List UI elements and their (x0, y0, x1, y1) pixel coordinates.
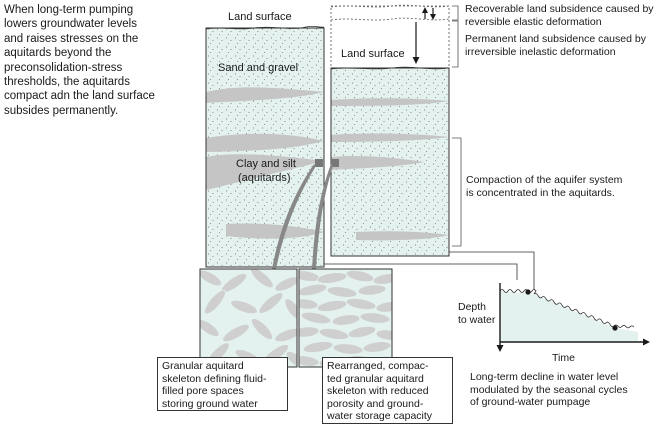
graph-leader-line (449, 251, 535, 290)
water-level-area (500, 291, 638, 342)
left-land-surface-label: Land surface (228, 11, 292, 23)
left-column (205, 25, 325, 268)
depth-axis-label-2: to water (458, 314, 496, 326)
rearranged-skeleton-caption: Rearranged, compac- ted granular aquitar… (322, 357, 453, 424)
water-level-curve (499, 289, 635, 329)
clay-lens (331, 133, 449, 142)
clay-lens (331, 155, 424, 170)
graph-point-late (612, 325, 618, 331)
caption-line: Long-term decline in water level (470, 371, 619, 383)
graph-caption: Long-term decline in water level modulat… (470, 371, 628, 409)
caption-line: Granular aquitard (162, 360, 244, 372)
clay-lens (331, 98, 449, 106)
permanent-subsidence-arrow (412, 22, 420, 64)
clay-lens (206, 133, 324, 152)
recoverable-line-1: Recoverable land subsidence caused by (465, 3, 654, 15)
caption-line: porosity and ground- (327, 397, 424, 410)
intro-line: and raises stresses on the (4, 32, 139, 45)
clay-lens (206, 87, 324, 103)
caption-line: skeleton defining fluid- (162, 372, 267, 385)
zoom-marker-right (331, 159, 339, 167)
right-land-surface-label: Land surface (341, 48, 405, 60)
permanent-line-1: Permanent land subsidence caused by (465, 33, 647, 45)
granular-skeleton-caption: Granular aquitard skeleton defining flui… (157, 357, 288, 411)
intro-line: preconsolidation-stress (4, 61, 123, 74)
time-axis-label: Time (552, 352, 575, 364)
intro-line: thresholds, the aquitards (4, 76, 130, 89)
intro-text: When long-term pumping lowers groundwate… (4, 3, 204, 118)
caption-line: Rearranged, compac- (327, 360, 429, 372)
rearranged-skeleton-panel (298, 268, 393, 368)
permanent-bracket (452, 20, 459, 68)
caption-line: water storage capacity (327, 410, 433, 423)
zoom-connector-right (312, 164, 333, 269)
caption-line: of ground-water pumpage (470, 396, 591, 408)
caption-line: ted granular aquitard (327, 372, 424, 385)
intro-line: aquitards beyond the (4, 47, 112, 60)
compaction-bracket (452, 137, 462, 247)
compaction-line-2: is concentrated in the aquitards. (466, 187, 615, 199)
caption-line: storing ground water (162, 397, 258, 410)
caption-line: filled pore spaces (162, 385, 244, 398)
zoom-connector-left (272, 164, 316, 269)
clay-lens (356, 231, 449, 241)
granular-skeleton-panel (199, 268, 298, 368)
sand-gravel-label: Sand and gravel (218, 62, 298, 74)
intro-line: When long-term pumping (4, 4, 134, 16)
intro-line: lowers groundwater levels (4, 18, 137, 31)
clay-lens (206, 154, 324, 190)
intro-line: compact adn the land surface (4, 90, 155, 103)
recoverable-line-2: reversible elastic deformation (465, 16, 602, 28)
graph-point-early (525, 289, 531, 295)
caption-line: modulated by the seasonal cycles (470, 383, 628, 396)
caption-line: skeleton with reduced (327, 385, 429, 398)
depth-axis-label-1: Depth (458, 301, 486, 313)
aquitards-label: (aquitards) (238, 172, 291, 184)
zoom-marker-left (315, 159, 323, 167)
compaction-line-1: Compaction of the aquifer system (466, 174, 623, 186)
clay-silt-label: Clay and silt (236, 158, 296, 170)
depth-to-water-graph (496, 283, 650, 352)
recoverable-bracket (452, 5, 459, 21)
recoverable-subsidence-arrows (422, 7, 436, 20)
permanent-line-2: irreversible inelastic deformation (465, 46, 616, 58)
clay-lens (226, 223, 324, 239)
right-column (330, 4, 450, 257)
graph-leader-line-2 (324, 263, 518, 280)
intro-line: subsides permanently. (4, 104, 119, 117)
